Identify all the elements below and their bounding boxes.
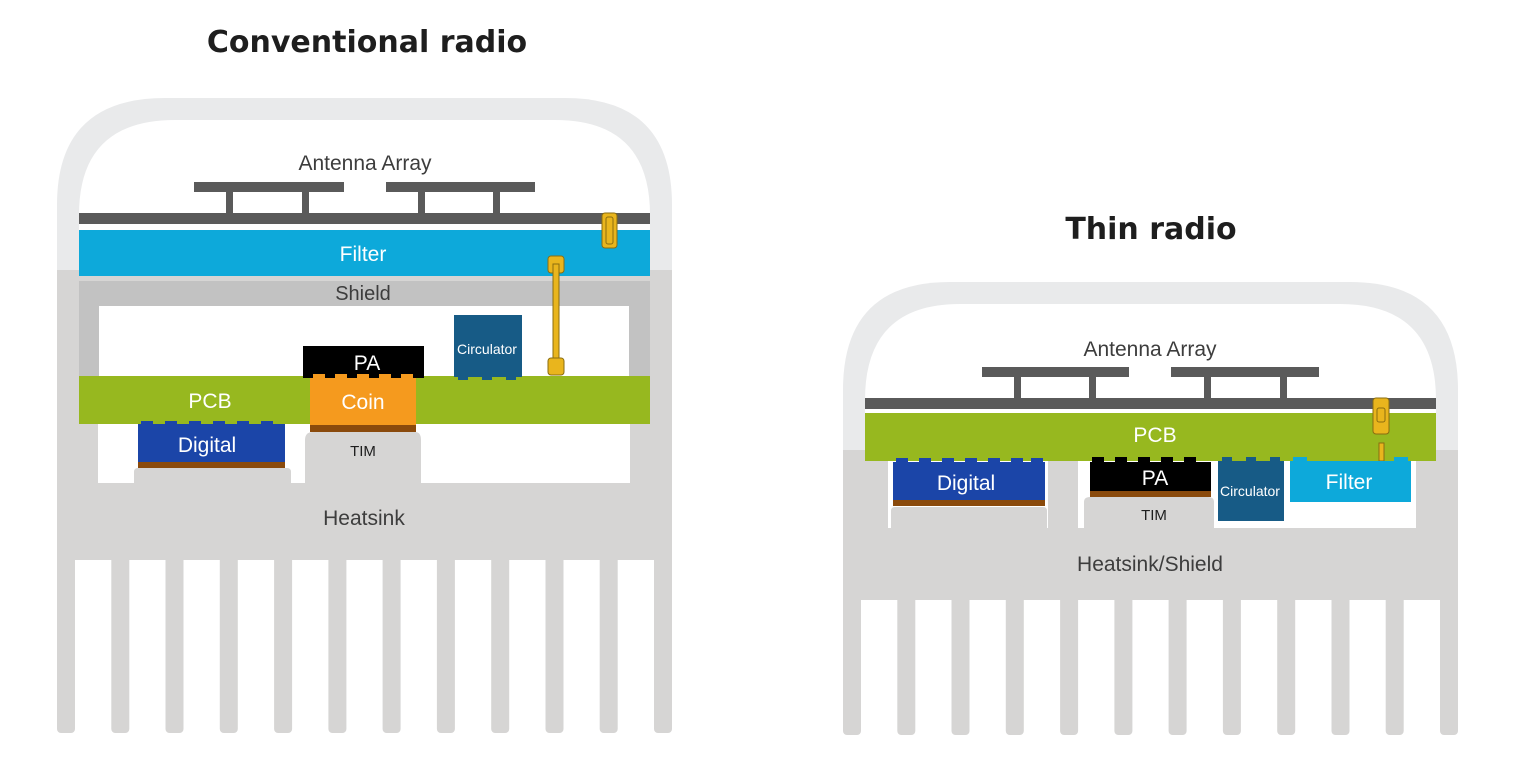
heatsink-fin (1168, 585, 1187, 735)
conventional-digital-label: Digital (178, 434, 236, 457)
conventional-pa (303, 346, 424, 378)
conventional-digital-tim-layer (138, 462, 285, 468)
conventional-circulator-bumps (458, 376, 516, 380)
heatsink-fin (599, 540, 618, 733)
conventional-title: Conventional radio (207, 25, 527, 60)
heatsink-fin (165, 540, 184, 733)
thin-filter-bumps (1293, 457, 1408, 462)
conventional-pa-label: PA (354, 352, 380, 375)
thin-circulator-label: Circulator (1220, 483, 1280, 499)
heatsink-fin (897, 585, 916, 735)
heatsink-fin (219, 540, 238, 733)
thin-digital-bumps (896, 458, 1043, 463)
heatsink-fin (654, 540, 672, 733)
heatsink-fin (1114, 585, 1133, 735)
conventional-circulator-label: Circulator (457, 341, 517, 357)
thin-antenna-array (865, 367, 1436, 409)
conventional-connector-filter-pcb (547, 255, 565, 376)
thin-pa-tim-layer (1090, 491, 1211, 497)
heatsink-fin (274, 540, 293, 733)
thin-pa-bumps (1092, 457, 1196, 462)
conventional-connector-antenna-filter (601, 212, 618, 249)
heatsink-fin (843, 585, 861, 735)
conventional-coin (310, 378, 416, 425)
heatsink-fin (436, 540, 455, 733)
thin-antenna-label: Antenna Array (1083, 338, 1217, 361)
heatsink-fin (57, 540, 75, 733)
heatsink-fin (382, 540, 401, 733)
thin-connector-antenna-pcb (1372, 397, 1390, 462)
conventional-radio: Conventional radio Shield Filter Antenna… (57, 25, 672, 733)
thin-circulator (1218, 461, 1284, 521)
conventional-tim-label: TIM (350, 443, 376, 460)
thin-digital-label: Digital (937, 472, 995, 495)
thin-circulator-bumps (1222, 457, 1280, 462)
heatsink-fin (111, 540, 130, 733)
conventional-coin-label: Coin (341, 391, 384, 414)
thin-pa-label: PA (1142, 467, 1168, 490)
conventional-antenna-array (79, 182, 650, 224)
thin-heatsink-fins (843, 585, 1458, 735)
conventional-heatsink-label: Heatsink (323, 507, 405, 530)
heatsink-fin (1005, 585, 1024, 735)
thin-title: Thin radio (1065, 212, 1236, 247)
thin-tim-pedestal (1084, 497, 1214, 528)
thin-filter-label: Filter (1326, 471, 1373, 494)
conventional-shield-right-wall (629, 281, 650, 377)
heatsink-fin (1222, 585, 1241, 735)
heatsink-fin (1060, 585, 1079, 735)
heatsink-fin (1440, 585, 1458, 735)
conventional-digital (138, 424, 285, 464)
thin-filter (1290, 461, 1411, 502)
conventional-pcb-label: PCB (188, 390, 231, 413)
heatsink-fin (1385, 585, 1404, 735)
conventional-circulator (454, 315, 522, 377)
conventional-shield-left-wall (79, 281, 99, 377)
conventional-antenna-label: Antenna Array (298, 152, 432, 175)
heatsink-fin (545, 540, 564, 733)
heatsink-fin (951, 585, 970, 735)
thin-pcb (865, 413, 1436, 461)
thin-radio: Thin radio Antenna Array PCB (843, 212, 1458, 735)
heatsink-fin (328, 540, 347, 733)
thin-digital-pedestal (891, 507, 1047, 528)
conventional-heatsink-fins (57, 540, 672, 733)
thin-digital (893, 462, 1045, 500)
conventional-digital-bumps (141, 421, 273, 425)
thin-heatsink-label: Heatsink/Shield (1077, 553, 1223, 576)
heatsink-fin (1331, 585, 1350, 735)
heatsink-fin (1277, 585, 1296, 735)
heatsink-fin (491, 540, 510, 733)
conventional-coin-tim-layer (310, 425, 416, 432)
conventional-digital-pedestal (134, 468, 291, 484)
thin-digital-tim-layer (893, 500, 1045, 506)
conventional-tim-pedestal (305, 432, 421, 484)
thin-pa (1090, 462, 1211, 491)
conventional-shield-label: Shield (335, 283, 391, 305)
thin-tim-label: TIM (1141, 507, 1167, 524)
thin-pcb-label: PCB (1133, 424, 1176, 447)
conventional-filter-label: Filter (340, 243, 387, 266)
conventional-coin-bumps (313, 374, 413, 379)
